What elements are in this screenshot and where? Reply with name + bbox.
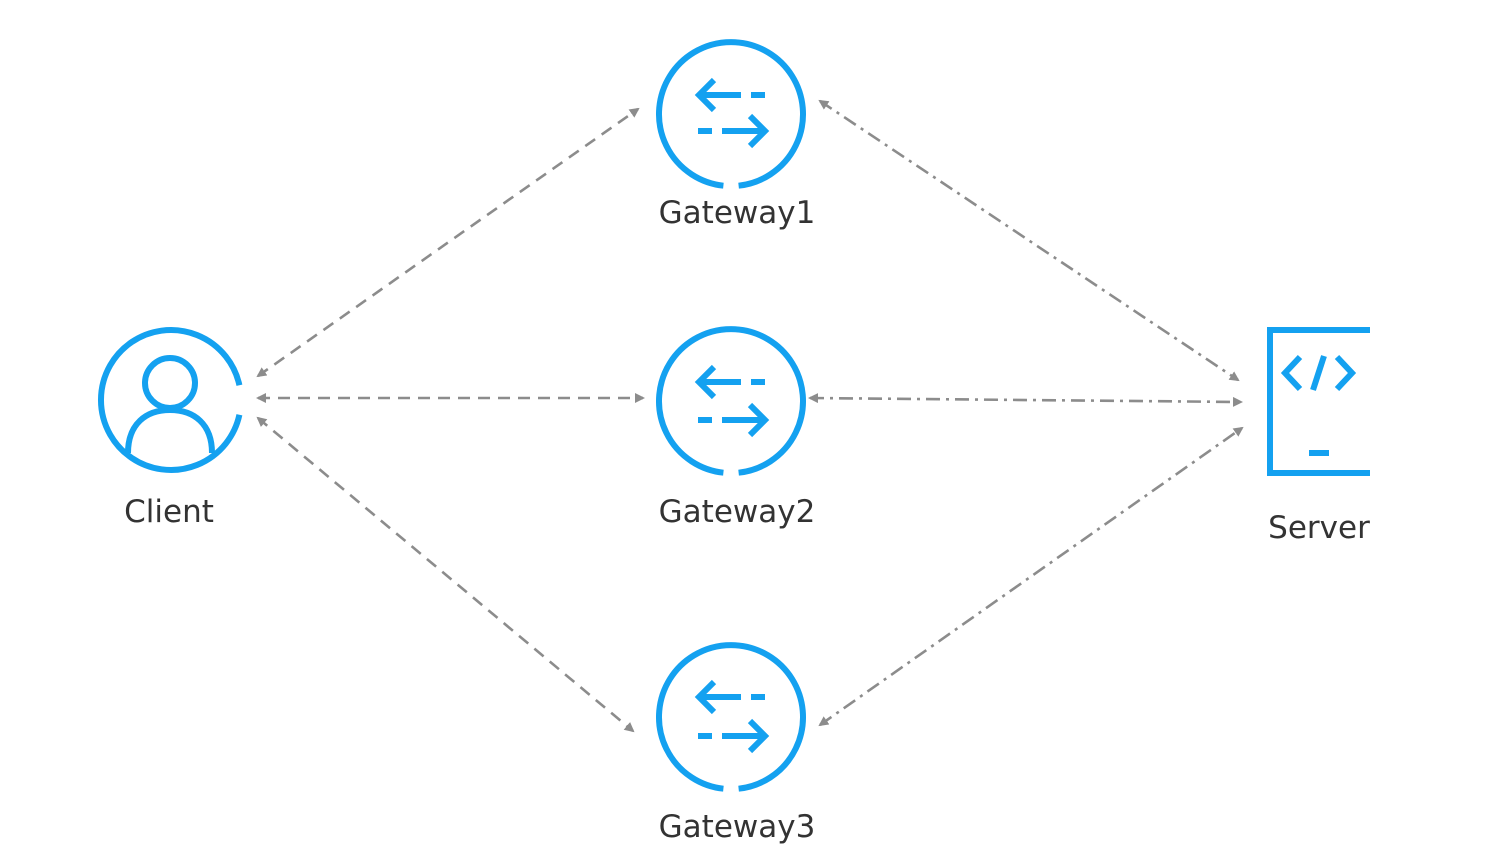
- server-label: Server: [1268, 510, 1370, 546]
- exchange-arrows-icon: [656, 642, 806, 792]
- node-gateway1[interactable]: Gateway1: [656, 39, 816, 231]
- exchange-arrows-icon: [656, 326, 806, 476]
- edges: [256, 99, 1244, 733]
- exchange-arrows-icon: [656, 39, 806, 189]
- node-gateway2[interactable]: Gateway2: [656, 326, 816, 530]
- edge-gateway2-server: [808, 393, 1243, 407]
- gateway3-label: Gateway3: [659, 809, 816, 845]
- edge-client-gateway3: [256, 416, 635, 733]
- edge-gateway3-server: [818, 426, 1244, 727]
- user-icon: [98, 327, 243, 473]
- edge-client-gateway1: [256, 107, 640, 378]
- node-gateway3[interactable]: Gateway3: [656, 642, 816, 845]
- node-server[interactable]: Server: [1267, 327, 1370, 546]
- client-label: Client: [124, 494, 214, 530]
- edge-gateway1-server: [818, 99, 1240, 382]
- node-client[interactable]: Client: [98, 327, 243, 530]
- gateway1-label: Gateway1: [659, 195, 816, 231]
- code-tablet-icon: [1267, 327, 1370, 476]
- gateway2-label: Gateway2: [659, 494, 816, 530]
